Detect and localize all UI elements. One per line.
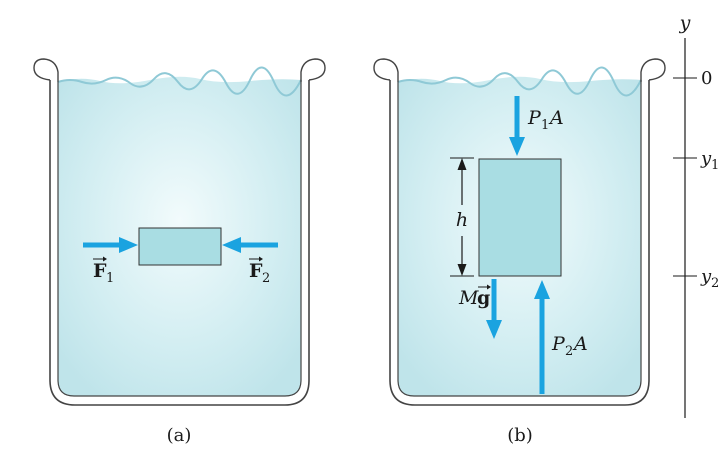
- label-f1: F 1: [93, 256, 114, 286]
- force-arrow-weight: [486, 279, 502, 339]
- panel-a: F 1 F 2 (a): [33, 58, 326, 446]
- force-arrow-p2a: [534, 280, 550, 394]
- svg-text:2: 2: [262, 271, 270, 286]
- force-arrow-f2: [222, 237, 278, 253]
- beaker-a: [49, 80, 310, 406]
- tick-label-y1: y: [700, 148, 712, 169]
- beaker-a-inner: [57, 80, 302, 397]
- water-surface-a: [57, 66, 302, 97]
- height-dimension: h: [450, 157, 474, 277]
- y-axis-label: y: [679, 12, 691, 34]
- force-arrow-f1: [83, 237, 138, 253]
- beaker-b-inner: [397, 80, 642, 397]
- beaker-b-lip-right: [640, 58, 666, 82]
- tick-label-0: 0: [701, 68, 712, 89]
- svg-text:h: h: [456, 209, 468, 231]
- svg-text:P: P: [527, 107, 542, 129]
- svg-text:F: F: [93, 260, 107, 282]
- svg-text:A: A: [572, 333, 588, 355]
- beaker-a-lip-right: [300, 58, 326, 82]
- label-weight: M g: [458, 284, 491, 309]
- panel-b: h P 1 A P 2 A M g: [373, 58, 666, 446]
- beaker-b-lip-left: [373, 58, 399, 82]
- tick-label-y2-sub: 2: [711, 276, 719, 291]
- label-p1a: P 1 A: [527, 107, 564, 133]
- tick-label-y1-sub: 1: [711, 158, 719, 173]
- svg-text:A: A: [548, 107, 564, 129]
- beaker-b: [389, 80, 650, 406]
- block-a: [138, 227, 222, 266]
- label-f2: F 2: [249, 256, 270, 286]
- svg-text:1: 1: [541, 118, 549, 133]
- svg-text:2: 2: [565, 344, 573, 359]
- svg-text:g: g: [477, 287, 490, 309]
- svg-text:M: M: [458, 287, 479, 309]
- tick-label-y2: y: [700, 266, 712, 287]
- water-surface-b: [397, 66, 642, 97]
- svg-text:F: F: [249, 260, 263, 282]
- block-b: [478, 158, 562, 277]
- caption-a: (a): [167, 425, 192, 446]
- beaker-a-lip-left: [33, 58, 59, 82]
- force-arrow-p1a: [509, 96, 525, 156]
- svg-text:P: P: [551, 333, 566, 355]
- y-axis: y 0 y 1 y 2: [673, 12, 719, 418]
- caption-b: (b): [507, 425, 533, 446]
- svg-text:1: 1: [106, 271, 114, 286]
- label-p2a: P 2 A: [551, 333, 588, 359]
